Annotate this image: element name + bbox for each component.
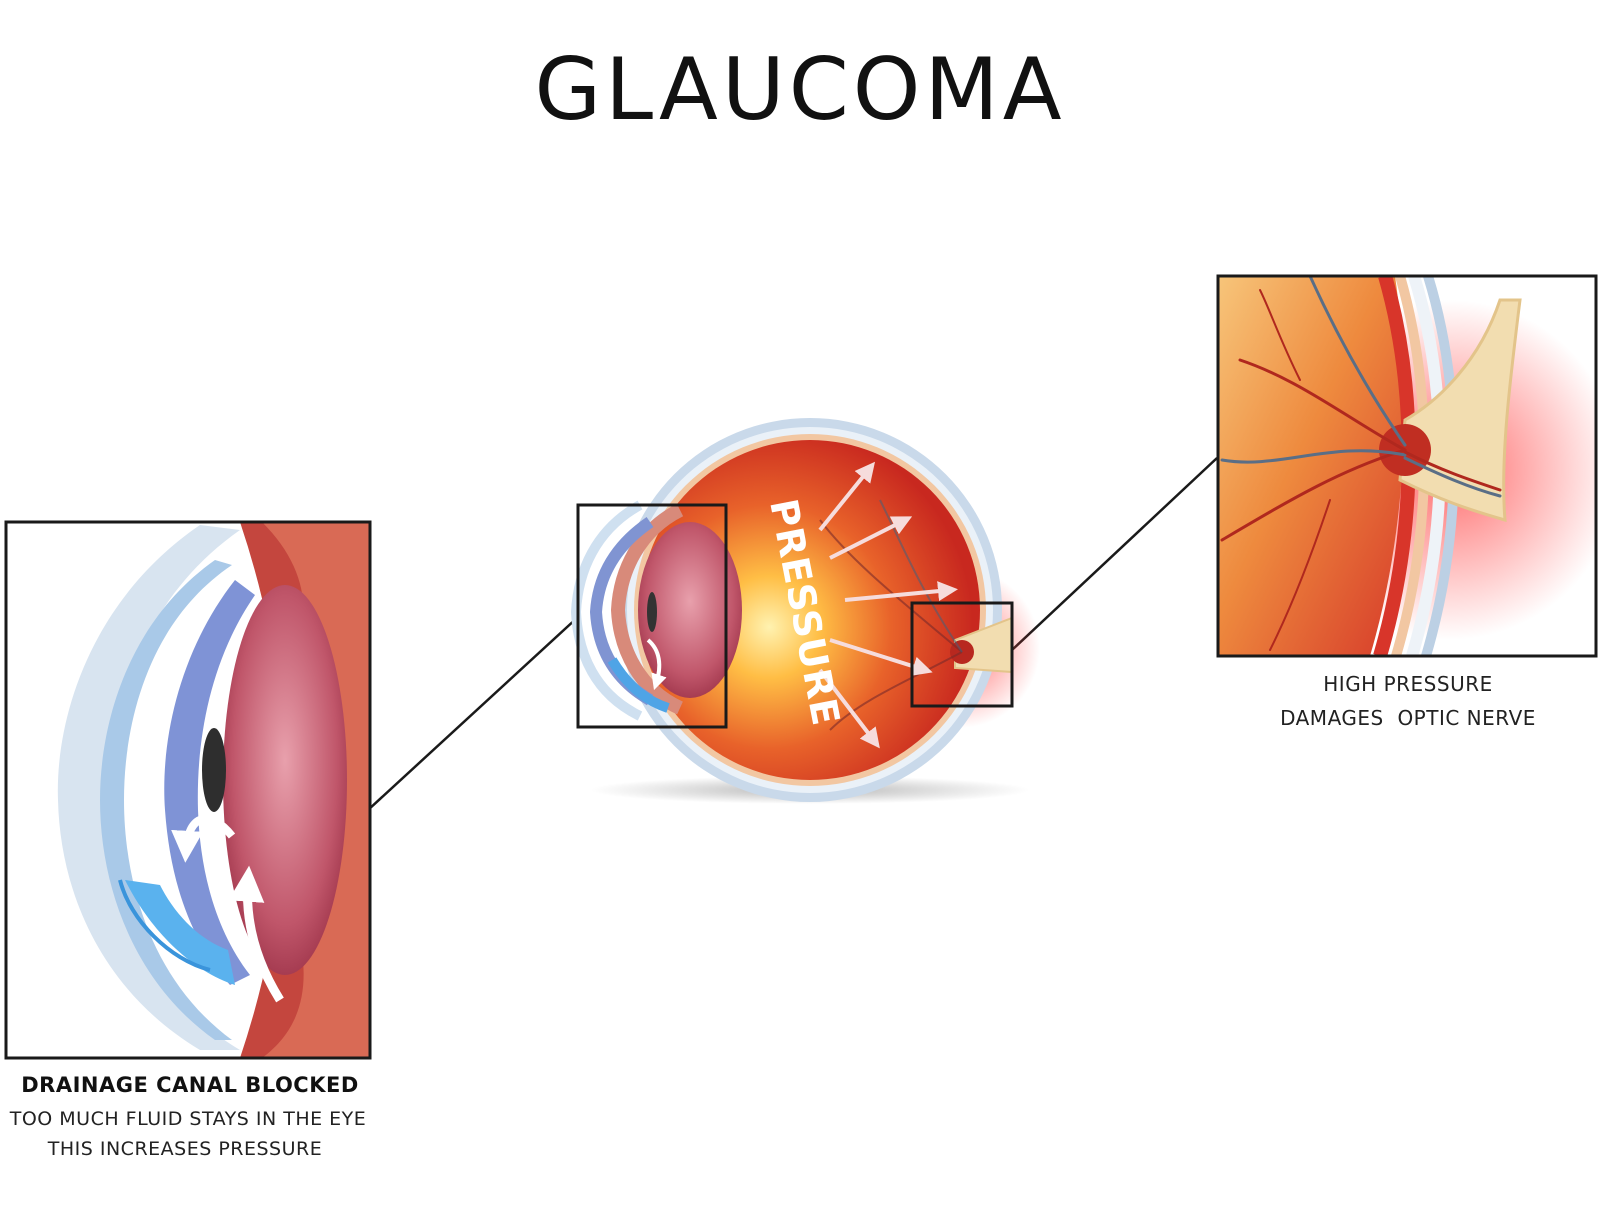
right-panel-caption-line2: DAMAGES OPTIC NERVE xyxy=(1280,706,1536,730)
center-eye: PRESSURE xyxy=(570,418,1040,804)
right-panel-frame xyxy=(1216,274,1598,658)
right-panel-illustration xyxy=(1218,276,1596,656)
right-panel-caption-line1: HIGH PRESSURE xyxy=(1323,672,1493,696)
zoom-box-nerve xyxy=(910,601,1014,708)
left-panel-caption-line1: TOO MUCH FLUID STAYS IN THE EYE xyxy=(9,1108,367,1130)
left-panel-heading: DRAINAGE CANAL BLOCKED xyxy=(21,1073,359,1097)
connector-line-right xyxy=(1011,457,1218,651)
connector-line-left xyxy=(367,616,579,811)
left-panel-caption-line2: THIS INCREASES PRESSURE xyxy=(47,1138,323,1160)
zoom-box-front xyxy=(576,503,728,729)
left-panel-illustration xyxy=(6,522,370,1058)
left-panel-frame xyxy=(4,520,372,1060)
page-title: GLAUCOMA xyxy=(534,40,1066,140)
